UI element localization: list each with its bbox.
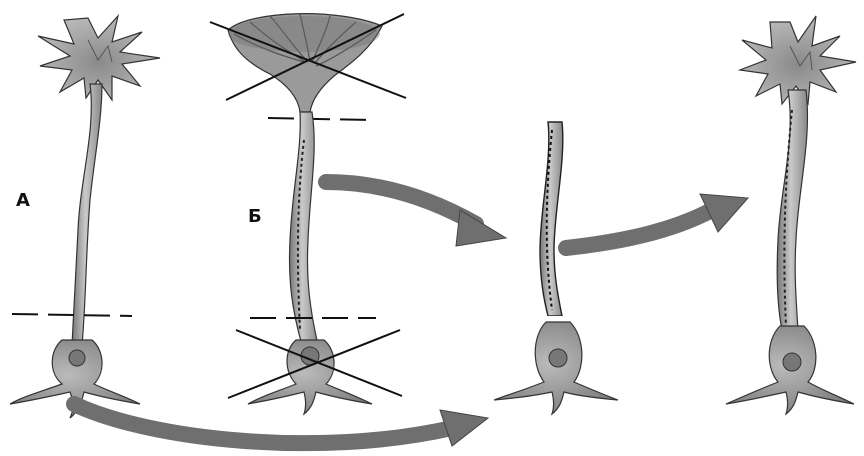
base-regenerating bbox=[494, 322, 618, 414]
stalk-fragment bbox=[540, 122, 563, 316]
arrow-a-base-to-regenerating bbox=[74, 404, 488, 446]
cut-line-b-top bbox=[268, 118, 370, 120]
stalk-regenerated bbox=[777, 90, 807, 330]
stalk-a bbox=[72, 84, 102, 345]
label-a: А bbox=[16, 190, 30, 211]
arrow-b-to-fragment bbox=[326, 182, 506, 246]
cut-line-a bbox=[12, 314, 132, 316]
arrow-fragment-to-regenerated bbox=[566, 194, 748, 248]
organism-regenerating bbox=[494, 122, 618, 414]
organism-a: А bbox=[10, 16, 160, 418]
base-regenerated bbox=[726, 326, 854, 414]
organism-regenerated bbox=[726, 16, 856, 414]
gap-mark bbox=[538, 316, 570, 322]
organism-b: Б bbox=[210, 14, 406, 414]
label-b: Б bbox=[248, 206, 262, 227]
